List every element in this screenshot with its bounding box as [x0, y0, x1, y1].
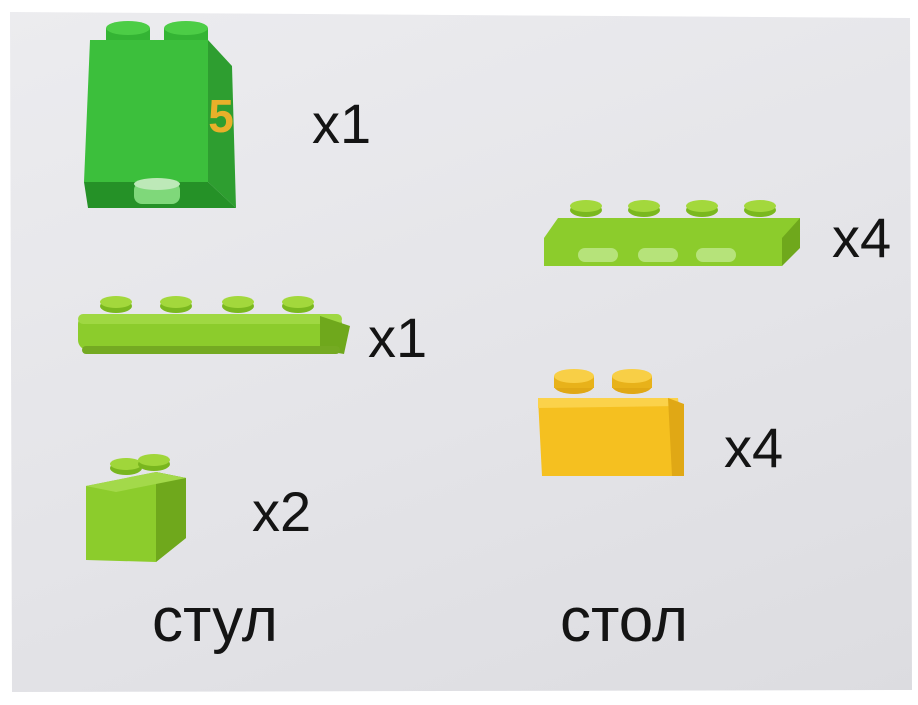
number-five-marking: 5 [208, 90, 234, 142]
caption-chair: стул [152, 586, 278, 655]
yellow-brick [538, 369, 684, 476]
long-green-plate-left [78, 296, 350, 354]
small-green-brick [86, 454, 186, 562]
count-label-tall-green: x1 [312, 92, 372, 155]
count-label-yellow: x4 [724, 416, 784, 479]
count-label-small-green: x2 [252, 480, 312, 543]
tall-green-brick: 5 [84, 21, 236, 208]
count-label-long-plate-right: x4 [832, 206, 892, 269]
long-green-plate-right [544, 200, 800, 266]
count-label-long-plate-left: x1 [368, 306, 428, 369]
caption-table: стол [560, 586, 688, 655]
